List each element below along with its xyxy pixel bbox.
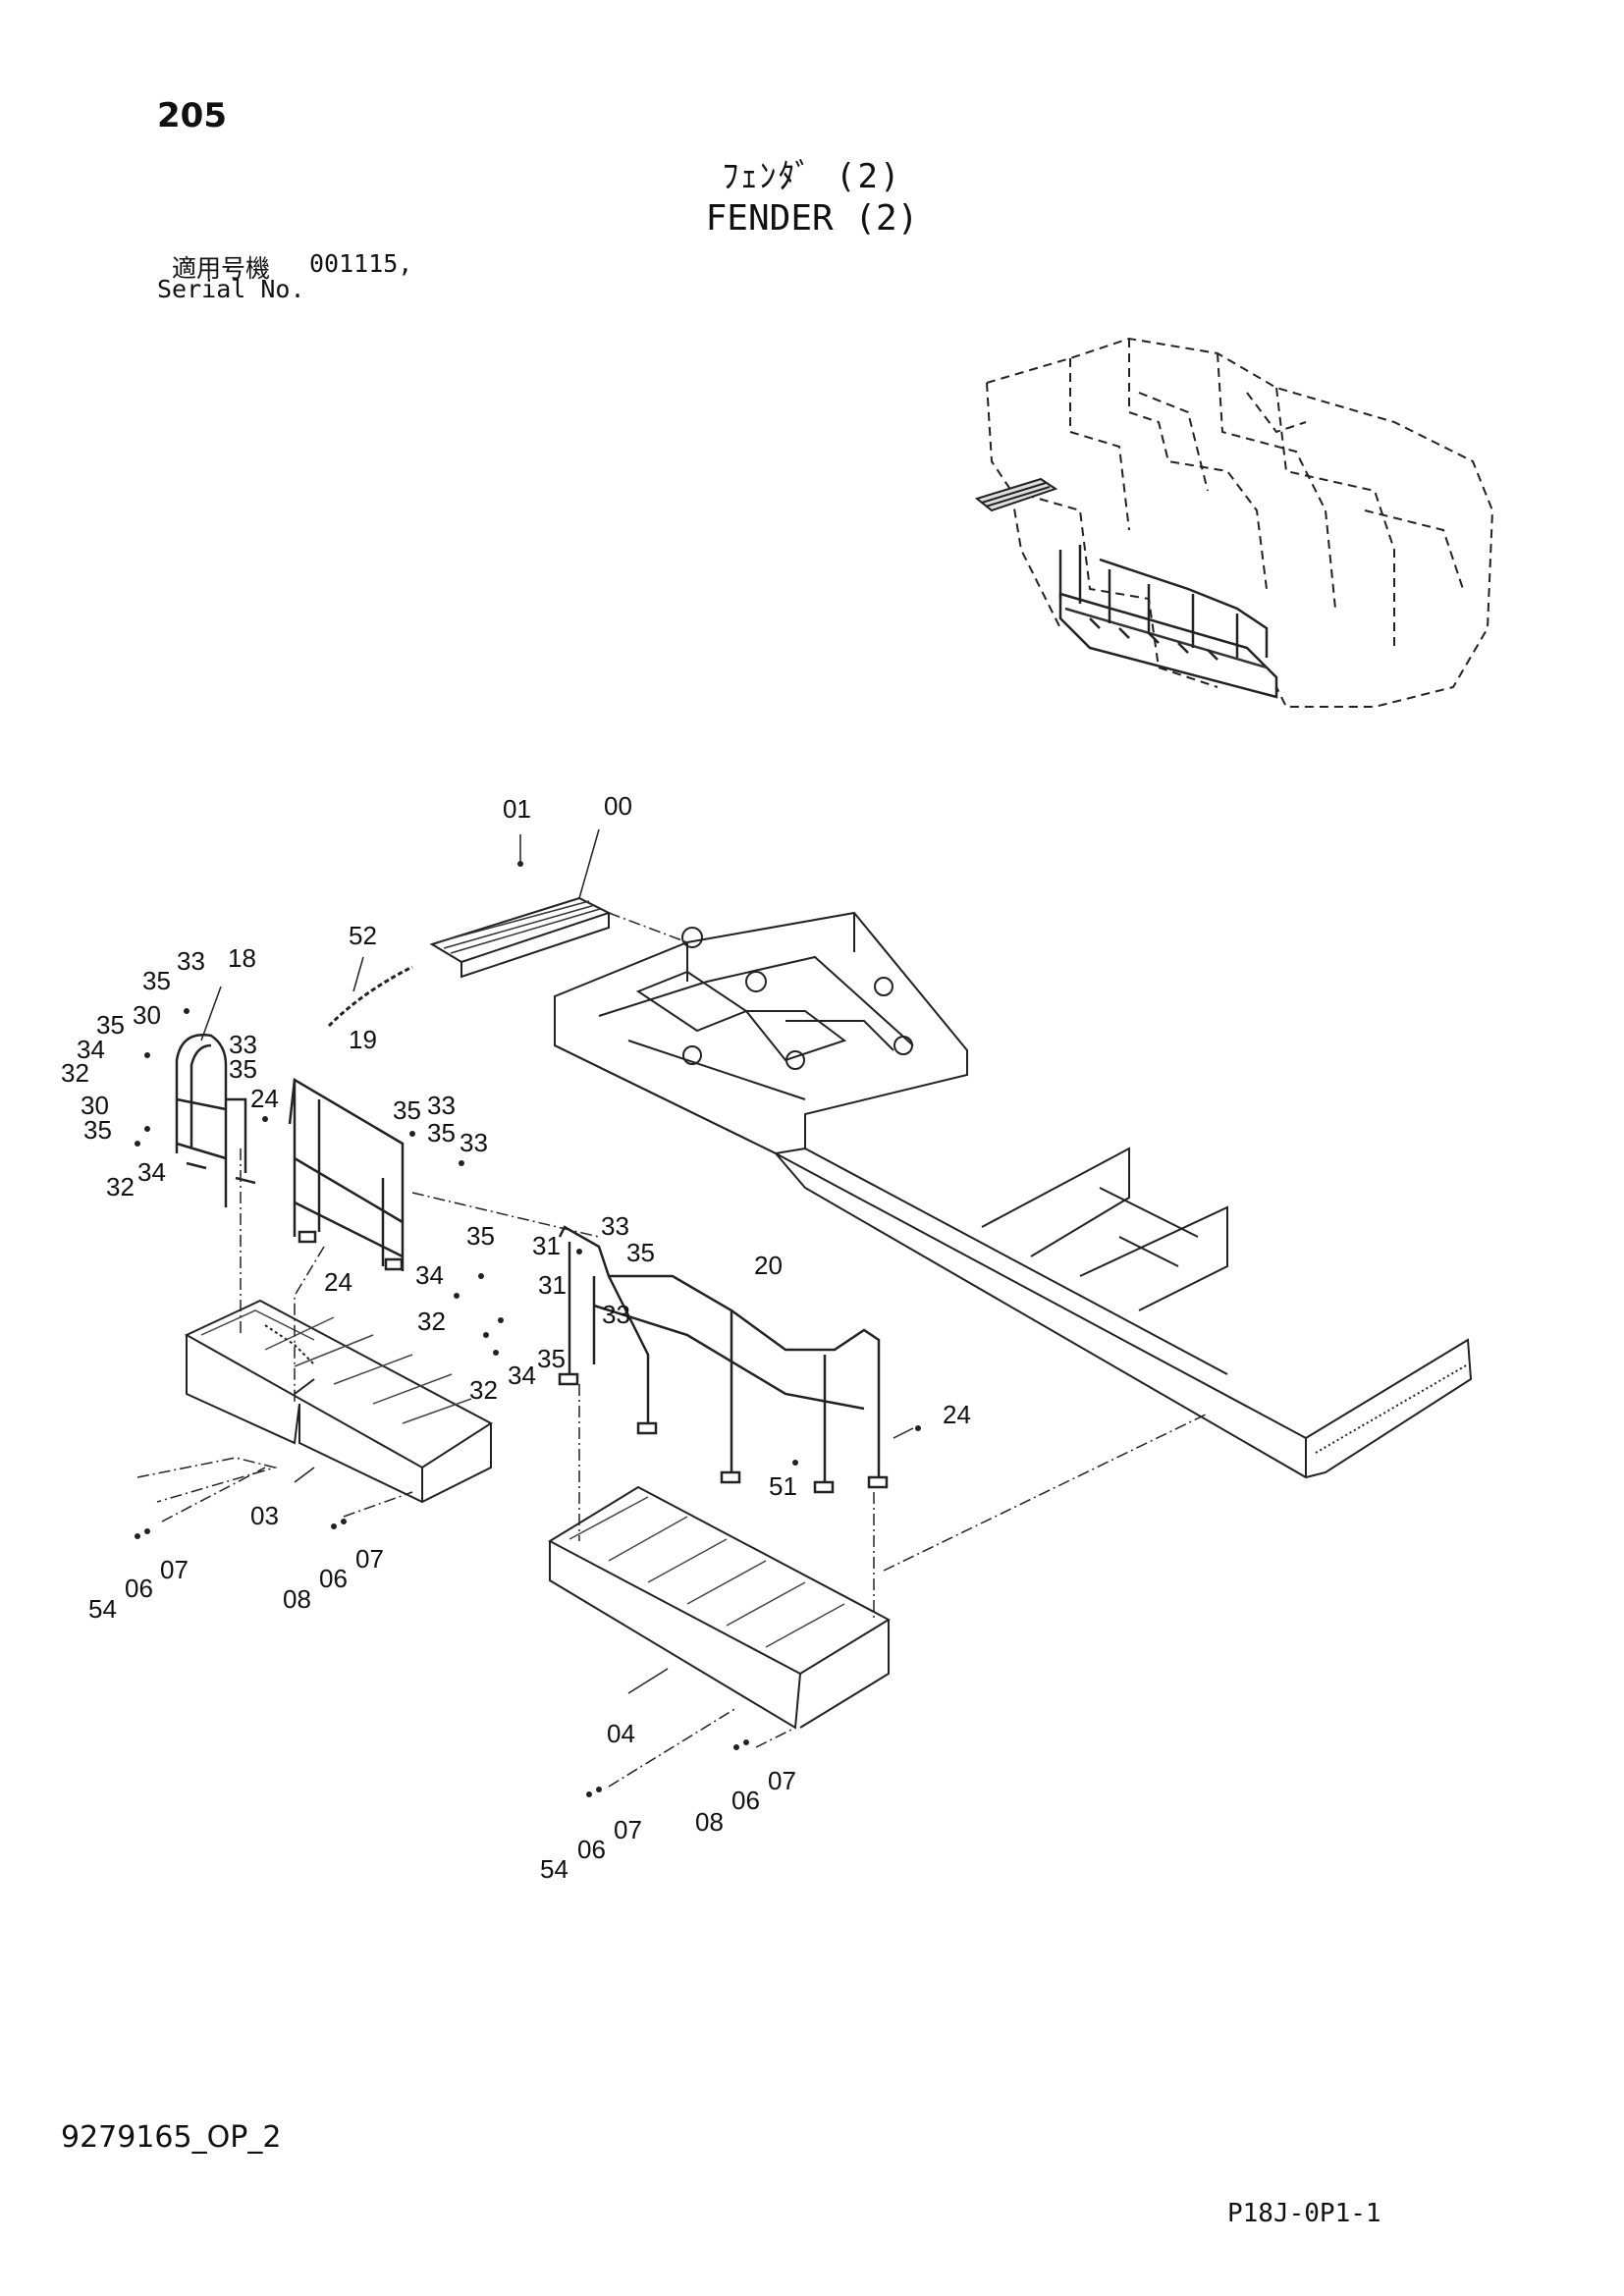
callout-06: 06	[319, 1564, 348, 1593]
callout-07: 07	[768, 1766, 796, 1795]
callout-35: 35	[83, 1115, 112, 1145]
callout-51: 51	[769, 1471, 797, 1501]
callout-18: 18	[228, 943, 256, 973]
callout-32: 32	[469, 1375, 498, 1405]
callout-52: 52	[349, 921, 377, 950]
callout-32: 32	[417, 1307, 446, 1336]
callout-34: 34	[137, 1157, 166, 1187]
callout-33: 33	[602, 1300, 630, 1329]
callout-54: 54	[540, 1854, 568, 1884]
overview-step	[974, 477, 1058, 512]
callout-08: 08	[695, 1807, 724, 1837]
overview-walkway	[1058, 545, 1278, 699]
callout-07: 07	[355, 1544, 384, 1574]
serial-label-english: Serial No.	[157, 275, 305, 303]
callout-24: 24	[324, 1267, 352, 1297]
callout-19: 19	[349, 1025, 377, 1054]
serial-label-japanese: 適用号機	[172, 254, 271, 283]
callout-06: 06	[577, 1835, 606, 1864]
callout-35: 35	[626, 1238, 655, 1267]
callout-35: 35	[393, 1095, 421, 1125]
callout-07: 07	[160, 1555, 189, 1584]
callout-06: 06	[731, 1786, 760, 1815]
callout-20: 20	[754, 1251, 783, 1280]
top-step-part-00	[429, 896, 612, 979]
revolving-frame	[554, 911, 968, 1155]
callout-35: 35	[142, 966, 171, 995]
callout-06: 06	[125, 1574, 153, 1603]
fender-part-04	[547, 1485, 892, 1730]
callout-03: 03	[250, 1501, 279, 1530]
callout-34: 34	[415, 1260, 444, 1290]
title-english: FENDER (2)	[705, 198, 919, 239]
side-frame	[775, 1147, 1473, 1479]
page-number: 205	[157, 96, 227, 135]
callout-35: 35	[537, 1344, 566, 1373]
callout-07: 07	[614, 1815, 642, 1844]
callout-30: 30	[133, 1000, 161, 1030]
callout-33: 33	[229, 1030, 257, 1059]
callout-35: 35	[96, 1010, 125, 1040]
callout-33: 33	[460, 1128, 488, 1157]
callout-35: 35	[229, 1054, 257, 1084]
callout-31: 31	[532, 1231, 561, 1260]
callout-labels: 01 00 52 18 33 35 30 35 34 32 33 35 30 3…	[61, 791, 971, 1884]
callout-33: 33	[601, 1211, 629, 1241]
callout-24: 24	[250, 1084, 279, 1113]
serial-number-value: 001115,	[309, 249, 413, 278]
callout-30: 30	[81, 1091, 109, 1120]
callout-35: 35	[466, 1221, 495, 1251]
machine-location-overview	[974, 337, 1494, 708]
callout-33: 33	[427, 1091, 456, 1120]
bolt-markers	[135, 861, 921, 1797]
callout-24: 24	[943, 1400, 971, 1429]
title-japanese: ﾌｪﾝﾀﾞ (2)	[722, 157, 902, 196]
fender-part-03	[184, 1299, 493, 1504]
leader-lines	[136, 828, 1209, 1788]
callout-08: 08	[283, 1584, 311, 1614]
handrail-part-18	[175, 1034, 256, 1207]
callout-04: 04	[607, 1719, 635, 1748]
handrail-part-20	[558, 1225, 889, 1494]
callout-34: 34	[77, 1035, 105, 1064]
callout-32: 32	[61, 1058, 89, 1088]
callout-54: 54	[88, 1594, 117, 1624]
drawing-code: 9279165_OP_2	[61, 2120, 282, 2155]
callout-32: 32	[106, 1172, 135, 1201]
callout-31: 31	[538, 1270, 567, 1300]
callout-33: 33	[177, 946, 205, 976]
callout-35: 35	[427, 1118, 456, 1148]
callout-00: 00	[604, 791, 632, 821]
chain-part-52	[327, 965, 413, 1028]
handrail-part-19	[288, 1077, 405, 1271]
callout-01: 01	[503, 794, 531, 824]
sheet-code: P18J-0P1-1	[1227, 2199, 1381, 2228]
callout-34: 34	[508, 1361, 536, 1390]
